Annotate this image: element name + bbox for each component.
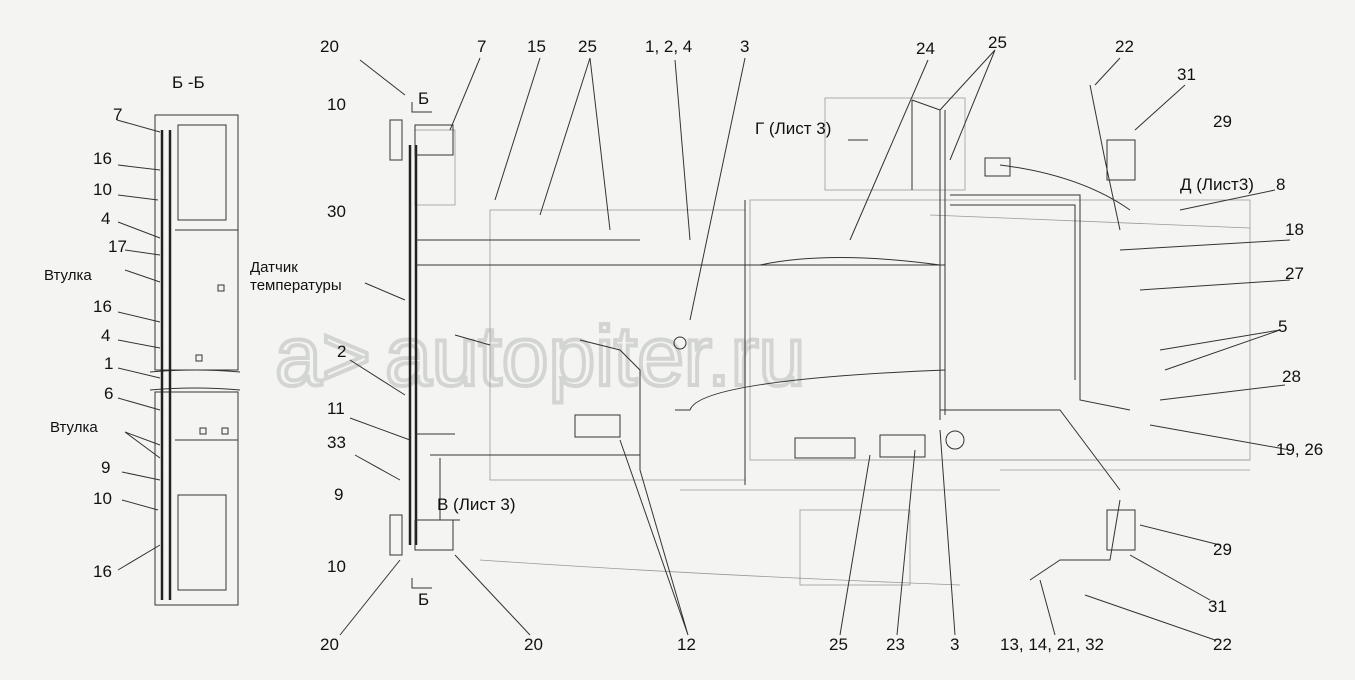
watermark-logo: a> <box>275 309 371 403</box>
callout-31: 31 <box>1177 65 1196 84</box>
callout-9: 9 <box>101 458 110 477</box>
callout-23: 23 <box>886 635 905 654</box>
callout-29: 29 <box>1213 540 1232 559</box>
view-ref-d: Д (Лист3) <box>1180 175 1254 194</box>
section-mark-bottom: Б <box>418 590 429 609</box>
callout-9: 9 <box>334 485 343 504</box>
section-mark-top: Б <box>418 89 429 108</box>
callout-3: 3 <box>950 635 959 654</box>
callout-13-14-21-32: 13, 14, 21, 32 <box>1000 635 1104 654</box>
callout-bushing: Втулка <box>50 419 98 436</box>
callout-16: 16 <box>93 562 112 581</box>
section-view-drawing <box>116 114 241 606</box>
callout-15: 15 <box>527 37 546 56</box>
callout-11: 11 <box>327 399 345 418</box>
callout-1: 1 <box>104 354 113 373</box>
callout-7: 7 <box>477 37 486 56</box>
callout-10: 10 <box>327 557 346 576</box>
callout-16: 16 <box>93 297 112 316</box>
callout-10: 10 <box>93 180 112 199</box>
main-view-drawing <box>339 49 1291 641</box>
callout-12: 12 <box>677 635 696 654</box>
callout-3: 3 <box>740 37 749 56</box>
section-title: Б -Б <box>172 73 205 92</box>
watermark-text: autopiter.ru <box>385 309 805 403</box>
callout-10: 10 <box>327 95 346 114</box>
callout-29: 29 <box>1213 112 1232 131</box>
callout-33: 33 <box>327 433 346 452</box>
callout-25: 25 <box>829 635 848 654</box>
callout-24: 24 <box>916 39 935 58</box>
callout-27: 27 <box>1285 264 1304 283</box>
callout-17: 17 <box>108 237 127 256</box>
callout-8: 8 <box>1276 175 1285 194</box>
sensor-label-line1: Датчик <box>250 259 298 276</box>
callout-31: 31 <box>1208 597 1227 616</box>
callout-30: 30 <box>327 202 346 221</box>
callout-28: 28 <box>1282 367 1301 386</box>
callout-18: 18 <box>1285 220 1304 239</box>
callout-10: 10 <box>93 489 112 508</box>
callout-19-26: 19, 26 <box>1276 440 1323 459</box>
callout-7: 7 <box>113 105 122 124</box>
callout-25: 25 <box>988 33 1007 52</box>
callout-5: 5 <box>1278 317 1287 336</box>
callout-bushing: Втулка <box>44 267 92 284</box>
callout-22: 22 <box>1213 635 1232 654</box>
sensor-label-line2: температуры <box>250 277 342 294</box>
callout-6: 6 <box>104 384 113 403</box>
view-ref-v: В (Лист 3) <box>437 495 516 514</box>
view-ref-g: Г (Лист 3) <box>755 119 831 138</box>
callout-4: 4 <box>101 326 110 345</box>
callout-20: 20 <box>320 37 339 56</box>
callout-16: 16 <box>93 149 112 168</box>
callout-25: 25 <box>578 37 597 56</box>
callout-20: 20 <box>524 635 543 654</box>
callout-22: 22 <box>1115 37 1134 56</box>
callout-1-2-4: 1, 2, 4 <box>645 37 692 56</box>
callout-4: 4 <box>101 209 110 228</box>
callout-20: 20 <box>320 635 339 654</box>
callout-2: 2 <box>337 342 346 361</box>
